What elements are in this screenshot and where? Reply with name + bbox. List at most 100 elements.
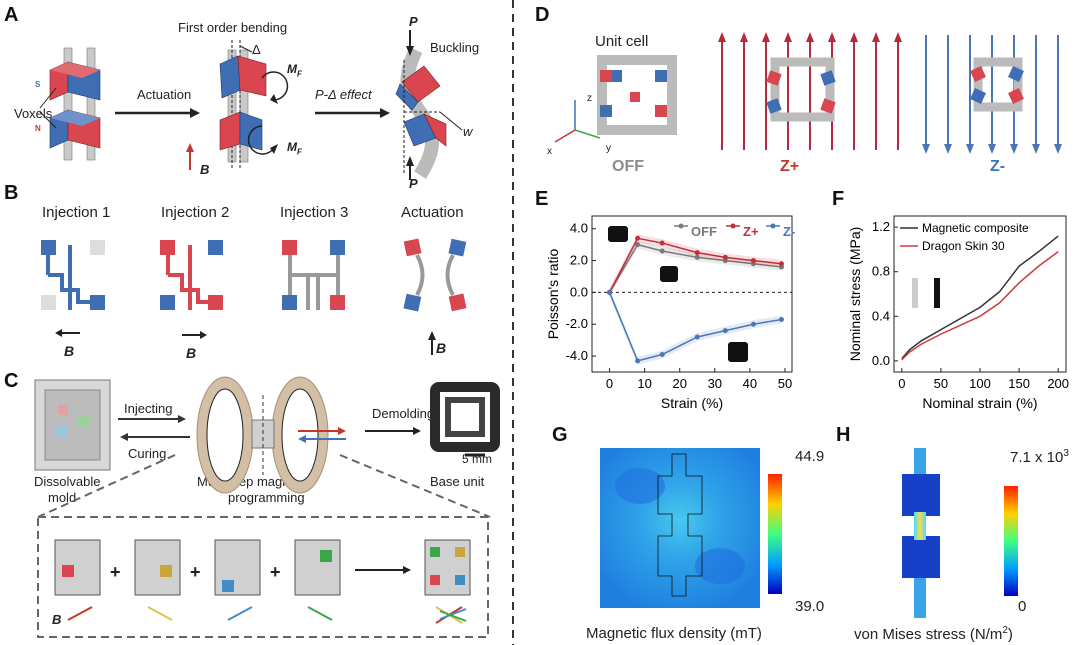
x-tick-label: 150 [1008, 376, 1030, 391]
x-tick-label: 40 [743, 376, 757, 391]
y-tick-label: 0.4 [872, 308, 890, 323]
data-point [778, 261, 784, 267]
b-field-label-a: B [200, 162, 210, 177]
panel-label-g: G [552, 424, 568, 446]
y-axis-label: Poisson's ratio [545, 248, 561, 339]
mf-bottom-label: MF [287, 140, 302, 157]
stress-caption: von Mises stress (N/m2) [854, 625, 1013, 643]
injection-2-label: Injection 2 [161, 204, 230, 221]
data-point [750, 321, 756, 327]
x-tick-label: 200 [1047, 376, 1069, 391]
b-field-label-b3: B [436, 340, 447, 356]
panel-d-graphic [554, 32, 1062, 154]
specimen-icon-black [934, 278, 940, 308]
data-point [659, 248, 665, 254]
axis-x-label: x [547, 146, 552, 157]
y-tick-label: 0.0 [570, 284, 588, 299]
p-delta-label: P-Δ effect [315, 87, 372, 102]
w-label: w [463, 124, 473, 139]
voxel-column-3 [395, 46, 463, 179]
zminus-field-arrows [922, 35, 1062, 154]
data-point [750, 258, 756, 264]
off-state-label: OFF [612, 158, 644, 175]
stress-map [902, 448, 1018, 618]
data-point [694, 334, 700, 340]
n-pole-label-2: N [35, 124, 41, 133]
voxel-column-1 [49, 47, 101, 161]
b-field-label-b1: B [64, 343, 75, 359]
data-point [607, 289, 613, 295]
zminus-state-label: Z- [990, 158, 1006, 175]
x-tick-label: 50 [934, 376, 948, 391]
x-tick-label: 100 [969, 376, 991, 391]
x-tick-label: 50 [778, 376, 792, 391]
panel-divider [512, 0, 514, 645]
flux-max-label: 44.9 [795, 448, 825, 465]
legend-label: Z+ [743, 224, 759, 239]
x-tick-label: 0 [898, 376, 905, 391]
data-point [722, 254, 728, 260]
data-point [635, 242, 641, 248]
voxel-column-2 [219, 40, 267, 170]
specimen-icon-off [608, 226, 628, 242]
series-line-dragon-skin-30 [901, 251, 1059, 361]
unit-cell-label: Unit cell [595, 33, 649, 50]
panel-label-f: F [832, 188, 845, 210]
x-tick-label: 20 [672, 376, 686, 391]
x-axis-label: Strain (%) [661, 395, 723, 411]
flux-density-map [600, 448, 782, 608]
y-tick-label: -4.0 [566, 348, 588, 363]
legend-label: Magnetic composite [922, 221, 1029, 235]
zplus-field-arrows [718, 32, 902, 150]
panel-label-h: H [836, 424, 851, 446]
p-bottom-label: P [409, 176, 418, 191]
axis-y-label: y [606, 143, 611, 154]
stress-max-label: 7.1 x 103 [1010, 448, 1069, 466]
first-order-bending-label: First order bending [178, 20, 288, 35]
panel-label-e: E [535, 188, 549, 210]
actuation-b-diagram [403, 238, 467, 355]
y-tick-label: 1.2 [872, 219, 890, 234]
s-pole-label-1: S [35, 80, 41, 89]
panel-b-graphic [41, 238, 467, 355]
injection-1-diagram [41, 240, 105, 337]
base-unit-shape [430, 382, 500, 457]
mf-top-label: MF [287, 62, 302, 79]
data-point [694, 254, 700, 260]
specimen-icon-zminus [728, 342, 748, 362]
legend-marker [730, 223, 736, 229]
axis-z-label: z [587, 93, 592, 104]
x-tick-label: 30 [708, 376, 722, 391]
legend-marker [770, 223, 776, 229]
injection-2-diagram [160, 240, 223, 339]
flux-caption: Magnetic flux density (mT) [586, 625, 762, 642]
data-point [694, 250, 700, 256]
data-point [778, 316, 784, 322]
data-point [722, 328, 728, 334]
programming-label-2: programming [228, 490, 305, 505]
delta-label: Δ [252, 42, 261, 57]
buckling-label: Buckling [430, 40, 480, 55]
y-tick-label: -2.0 [566, 316, 588, 331]
unit-cell-zplus [766, 57, 836, 122]
unit-cell-zminus [970, 57, 1024, 112]
voxels-label: Voxels [14, 106, 53, 121]
data-point [659, 351, 665, 357]
actuation-label: Actuation [137, 87, 192, 102]
y-tick-label: 4.0 [570, 221, 588, 236]
p-top-label: P [409, 14, 418, 29]
injecting-label: Injecting [124, 401, 173, 416]
zplus-state-label: Z+ [780, 158, 800, 175]
panel-a-graphic [39, 30, 463, 180]
curing-label: Curing [128, 446, 167, 461]
plus-sign-3: + [270, 562, 281, 582]
injection-1-label: Injection 1 [42, 204, 111, 221]
demolding-label: Demolding [372, 406, 435, 421]
stress-min-label: 0 [1018, 598, 1027, 615]
unit-cell-off [597, 55, 677, 135]
flux-min-label: 39.0 [795, 598, 825, 615]
plot-frame [591, 215, 793, 373]
panel-label-c: C [4, 370, 19, 392]
